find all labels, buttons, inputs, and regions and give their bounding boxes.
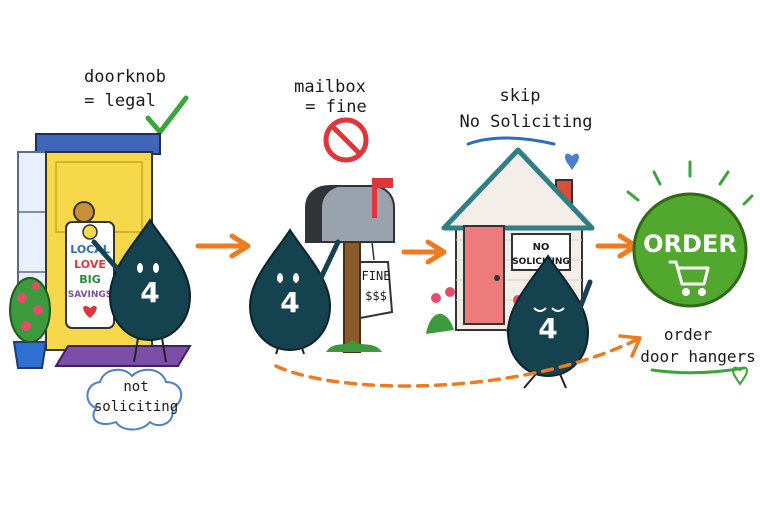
scene-mailbox: mailbox = fine FINE $$$ 4	[249, 77, 395, 355]
caption-order: order	[664, 325, 713, 344]
caption-doorknob: doorknob	[84, 67, 166, 87]
sign-soliciting: SOLICITING	[512, 257, 570, 267]
check-icon	[145, 95, 189, 135]
fine-tag-amount: $$$	[365, 289, 387, 303]
note-not: not	[123, 379, 148, 395]
hanger-line-big: BIG	[79, 273, 101, 286]
door-mat	[54, 345, 192, 367]
character-2: 4	[249, 229, 341, 355]
order-button-label: ORDER	[643, 230, 737, 258]
hanger-line-love: LOVE	[74, 258, 106, 271]
character-badge: 4	[538, 312, 557, 345]
cart-icon	[668, 260, 710, 296]
fine-tag-label: FINE	[362, 269, 391, 283]
flower-pot	[9, 277, 51, 369]
order-button[interactable]: ORDER	[632, 192, 748, 308]
sign-no: NO	[533, 242, 550, 253]
caption-legal: = legal	[84, 91, 156, 111]
fine-tag: FINE $$$	[359, 241, 394, 320]
caption-skip: skip	[500, 86, 541, 106]
character-1: 4	[91, 219, 191, 363]
heart-icon	[732, 366, 748, 386]
heart-icon	[565, 153, 579, 170]
house-door	[463, 225, 505, 325]
character-3: 4	[507, 255, 593, 389]
scene-order: ORDER order door hangers	[626, 160, 756, 386]
cloud-note: not soliciting	[86, 368, 182, 431]
character-badge: 4	[280, 286, 299, 319]
caption-fine: = fine	[305, 97, 366, 117]
caption-mailbox: mailbox	[294, 77, 366, 97]
door-hanger: LOCAL LOVE BIG SAVINGS	[65, 221, 115, 329]
heart-icon	[83, 305, 97, 318]
caption-door-hangers: door hangers	[640, 347, 756, 366]
no-soliciting-sign	[511, 233, 571, 271]
scene-door: doorknob = legal LOCAL LOVE BIG SAVINGS	[9, 67, 192, 431]
doorknob	[73, 201, 95, 223]
hanger-line-savings: SAVINGS	[68, 290, 113, 300]
note-soliciting: soliciting	[94, 399, 178, 415]
caption-no-soliciting: No Soliciting	[459, 112, 592, 132]
character-badge: 4	[140, 276, 159, 309]
dashed-arrow-icon	[274, 338, 638, 388]
no-symbol-icon	[323, 117, 369, 163]
sparkle-lines-icon	[626, 160, 754, 206]
scene-house: skip No Soliciting NO SOLICITING	[426, 86, 595, 389]
mailbox	[305, 178, 395, 353]
